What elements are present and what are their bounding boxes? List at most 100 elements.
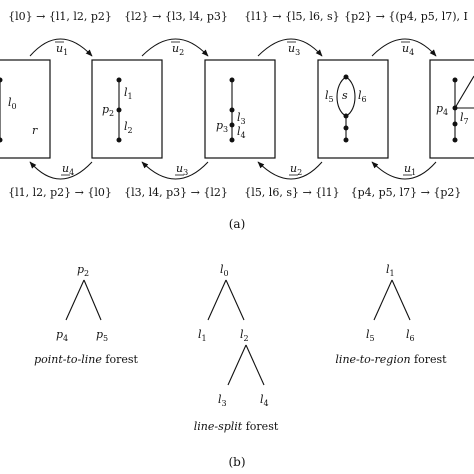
forward-arc-3 — [257, 38, 323, 57]
forest-1-root: p2 — [77, 263, 89, 278]
panel-3-vertex — [229, 122, 235, 128]
panel-3-label-p3: p3 — [216, 119, 228, 134]
backward-op-3-text: u2 — [290, 162, 302, 177]
panel-2-vertex — [116, 77, 122, 83]
panel-2-label-l2: l2 — [124, 120, 133, 135]
panel-5-label-p4: p4 — [436, 102, 448, 117]
forest-3-child: l6 — [406, 328, 415, 343]
backward-op-4-text: u1 — [404, 162, 416, 177]
backward-arc-2 — [141, 161, 209, 180]
panel-4-vertex — [343, 74, 349, 80]
caption-b: (b) — [228, 455, 245, 469]
caption-a: (a) — [229, 217, 246, 231]
panel-4-vertex — [343, 113, 349, 119]
backward-arc-1 — [29, 161, 93, 180]
backward-op-1-text: u4 — [62, 162, 74, 177]
backward-arc-3 — [257, 161, 323, 180]
forest-2-child: l1 — [198, 328, 207, 343]
panel-4-label-s: s — [342, 89, 348, 102]
panel-4-vertex — [343, 137, 349, 143]
forest-2-title: line-split forest — [194, 420, 279, 433]
panel-3: l3 p3 l4 — [204, 59, 276, 159]
forest-2-edge — [207, 279, 227, 321]
forward-arc-1 — [29, 38, 93, 57]
panel-4: l5 s l6 — [317, 59, 389, 159]
backward-op-2-text: u3 — [176, 162, 188, 177]
forest-3-child: l5 — [366, 328, 375, 343]
panel-1-frame — [0, 59, 51, 159]
forest-1-child: p5 — [96, 328, 108, 343]
panel-5-diagonal — [454, 75, 474, 109]
forest-line-to-region: l1 l5 l6 line-to-region forest — [335, 263, 447, 366]
forest-1-title: point-to-line forest — [34, 353, 138, 366]
backward-op-4: u1 — [403, 162, 416, 177]
forest-3-edge — [391, 279, 411, 321]
bottom-rule-4: {p4, p5, l7} → {p2} — [351, 186, 462, 199]
panel-4-label-l5: l5 — [325, 89, 334, 104]
panel-2-label-p2: p2 — [102, 103, 114, 118]
forest-3-root: l1 — [386, 263, 395, 278]
bottom-rule-3: {l5, l6, s} → {l1} — [244, 186, 339, 199]
panel-5-vertex — [452, 77, 458, 83]
backward-op-2: u3 — [175, 162, 188, 177]
panel-1-vertex — [0, 77, 3, 83]
panel-2-vertex — [116, 137, 122, 143]
backward-op-3: u2 — [289, 162, 302, 177]
panel-4-vertex — [343, 125, 349, 131]
forest-2-grandchild: l4 — [260, 393, 269, 408]
panel-3-vertex — [229, 137, 235, 143]
panel-5-vertex — [452, 105, 458, 111]
panel-2-vertex — [116, 107, 122, 113]
forest-2-root: l0 — [220, 263, 229, 278]
forest-2-edge — [245, 344, 265, 386]
forest-point-to-line: p2 p4 p5 point-to-line forest — [34, 263, 138, 366]
panel-1-label-l0: l0 — [8, 96, 17, 111]
panel-3-label-l4: l4 — [237, 125, 246, 140]
bottom-rule-1: {l1, l2, p2} → {l0} — [8, 186, 112, 199]
panel-5-label-l7: l7 — [460, 111, 469, 126]
bottom-rule-2: {l3, l4, p3} → {l2} — [124, 186, 228, 199]
panel-3-label-l3: l3 — [237, 111, 246, 126]
panel-3-vertex — [229, 77, 235, 83]
panel-4-frame — [317, 59, 389, 159]
forward-op-4: u4 — [401, 41, 414, 57]
top-rule-3: {l1} → {l5, l6, s} — [244, 10, 339, 23]
backward-arc-4 — [371, 161, 437, 180]
panel-4-right-arc — [345, 76, 356, 117]
forward-op-1: u1 — [55, 41, 68, 57]
forest-3-title: line-to-region forest — [335, 353, 447, 366]
forest-2-edge — [227, 344, 247, 386]
panel-1: l0 r — [0, 59, 51, 159]
forest-line-split: l0 l1 l2 l3 l4 line-split forest — [194, 263, 279, 433]
panel-2-frame — [91, 59, 163, 159]
forest-2-grandchild: l3 — [218, 393, 227, 408]
panel-5-frame — [429, 59, 474, 159]
top-rule-2: {l2} → {l3, l4, p3} — [124, 10, 228, 23]
forward-op-2-text: u2 — [172, 42, 184, 57]
top-rule-1: {l0} → {l1, l2, p2} — [8, 10, 112, 23]
panel-5-vertex — [452, 137, 458, 143]
panel-3-frame — [204, 59, 276, 159]
forest-1-edge — [83, 279, 102, 321]
panel-2-label-l1: l1 — [124, 86, 133, 101]
panel-1-vertex — [0, 137, 3, 143]
panel-4-left-arc — [336, 76, 347, 117]
forward-op-3-text: u3 — [288, 42, 300, 57]
panel-5: p4 l7 — [429, 59, 474, 159]
panel-2: p2 l1 l2 — [91, 59, 163, 159]
forward-op-4-text: u4 — [402, 42, 414, 57]
forest-1-edge — [65, 279, 85, 321]
forward-op-1-text: u1 — [56, 42, 68, 57]
panel-1-label-r: r — [32, 124, 38, 137]
forest-1-child: p4 — [56, 328, 68, 343]
forward-op-3: u3 — [287, 41, 300, 57]
forest-3-edge — [373, 279, 393, 321]
forest-2-child: l2 — [240, 328, 249, 343]
panel-4-label-l6: l6 — [358, 89, 367, 104]
forward-op-2: u2 — [171, 41, 184, 57]
top-rule-4: {p2} → {(p4, p5, l7), I — [344, 10, 468, 23]
forward-arc-4 — [371, 38, 437, 57]
panel-3-vertex — [229, 107, 235, 113]
forest-2-edge — [225, 279, 245, 321]
